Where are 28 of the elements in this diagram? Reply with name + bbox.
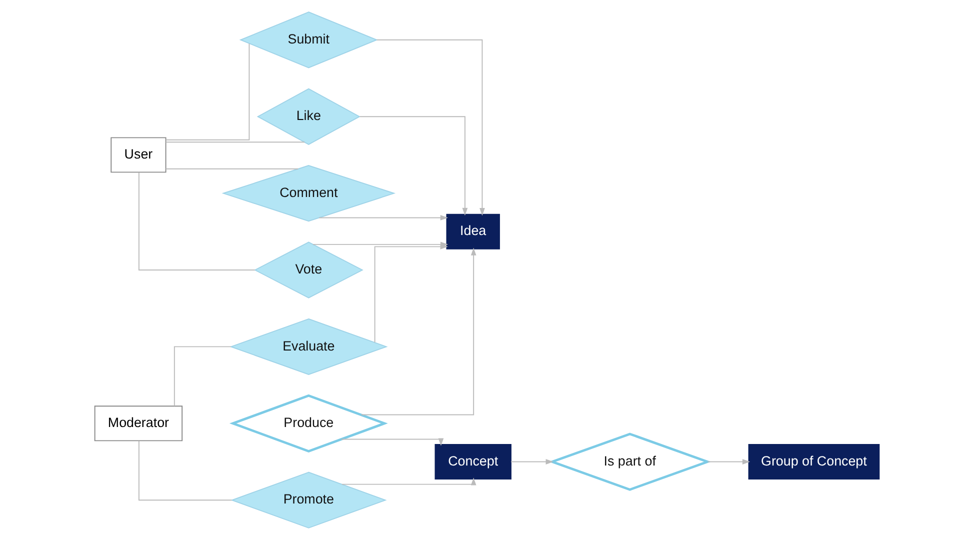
connector: [165, 168, 299, 170]
connector: [138, 172, 256, 270]
node-diamond: Like: [256, 88, 360, 145]
arrow: [340, 438, 444, 446]
node-diamond: Submit: [239, 12, 378, 68]
connector: [138, 440, 232, 501]
arrow: [359, 116, 468, 216]
arrow: [318, 215, 448, 220]
arrow: [376, 39, 485, 216]
node-box: Moderator: [94, 406, 183, 442]
node-box: Concept: [434, 444, 512, 480]
node-box: Group of Concept: [748, 444, 880, 480]
node-diamond: Evaluate: [230, 318, 388, 376]
connector: [165, 43, 250, 140]
connector: [165, 142, 305, 143]
node-box: User: [110, 137, 166, 173]
node-box: Idea: [446, 214, 500, 250]
arrow: [360, 248, 476, 416]
connector: [174, 346, 232, 406]
arrow: [510, 459, 554, 464]
node-diamond: Produce: [229, 394, 388, 452]
arrow: [707, 459, 750, 464]
node-diamond: Comment: [222, 164, 396, 222]
node-diamond: Promote: [230, 472, 387, 528]
arrow: [342, 478, 476, 486]
arrow: [374, 244, 448, 343]
node-diamond: Is part of: [548, 432, 712, 491]
node-diamond: Vote: [254, 242, 364, 298]
